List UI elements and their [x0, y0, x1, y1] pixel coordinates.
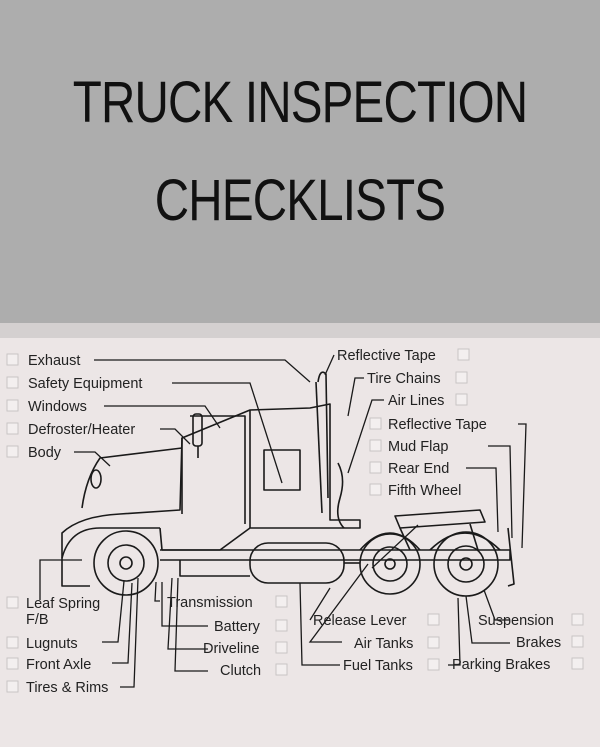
reflective-tape-top-checkbox[interactable]	[457, 348, 470, 361]
front-wheel	[93, 530, 159, 596]
divider-strip	[0, 323, 600, 338]
label-leaf-spring-fb: F/B	[26, 612, 49, 628]
reflective-tape-checkbox[interactable]	[369, 417, 382, 430]
label-air-lines: Air Lines	[388, 393, 444, 409]
exhaust-checkbox[interactable]	[6, 353, 19, 366]
label-brakes: Brakes	[516, 635, 561, 651]
front-axle-checkbox[interactable]	[6, 657, 19, 670]
rear-wheel	[433, 531, 499, 597]
leader-lines	[39, 354, 527, 688]
label-mud-flap: Mud Flap	[388, 439, 448, 455]
middle-wheel	[359, 533, 421, 595]
defroster-heater-checkbox[interactable]	[6, 422, 19, 435]
windows-checkbox[interactable]	[6, 399, 19, 412]
label-fifth-wheel: Fifth Wheel	[388, 483, 461, 499]
label-front-axle: Front Axle	[26, 657, 91, 673]
mud-flap-checkbox[interactable]	[369, 439, 382, 452]
fuel-tanks-checkbox[interactable]	[427, 658, 440, 671]
driveline-checkbox[interactable]	[275, 641, 288, 654]
cab-outline	[61, 403, 361, 558]
safety-equipment-checkbox[interactable]	[6, 376, 19, 389]
brakes-checkbox[interactable]	[571, 635, 584, 648]
exhaust-stack	[317, 371, 329, 499]
label-air-tanks: Air Tanks	[354, 636, 413, 652]
mud-flap-shape	[507, 527, 515, 587]
label-windows: Windows	[28, 399, 87, 415]
truck-illustration	[61, 371, 515, 587]
cab-window	[263, 449, 301, 491]
label-leaf-spring: Leaf Spring	[26, 596, 100, 612]
suspension-checkbox[interactable]	[571, 613, 584, 626]
leaf-spring-checkbox[interactable]	[6, 596, 19, 609]
rear-end-checkbox[interactable]	[369, 461, 382, 474]
label-body: Body	[28, 445, 62, 461]
label-lugnuts: Lugnuts	[26, 636, 78, 652]
tire-chains-checkbox[interactable]	[455, 371, 468, 384]
body-checkbox[interactable]	[6, 445, 19, 458]
truck-diagram: Exhaust Safety Equipment Windows Defrost…	[6, 348, 584, 696]
label-clutch: Clutch	[220, 663, 261, 679]
fuel-tank-shape	[249, 542, 345, 584]
battery-checkbox[interactable]	[275, 619, 288, 632]
label-release-lever: Release Lever	[313, 613, 407, 629]
fifth-wheel-plate	[394, 509, 486, 529]
parking-brakes-checkbox[interactable]	[571, 657, 584, 670]
label-rear-end: Rear End	[388, 461, 449, 477]
label-exhaust: Exhaust	[28, 353, 80, 369]
page-title-line-2: CHECKLISTS	[154, 168, 446, 233]
tires-rims-checkbox[interactable]	[6, 680, 19, 693]
label-reflective-tape: Reflective Tape	[388, 417, 487, 433]
label-transmission: Transmission	[167, 595, 253, 611]
label-parking-brakes: Parking Brakes	[452, 657, 550, 673]
fifth-wheel-checkbox[interactable]	[369, 483, 382, 496]
label-battery: Battery	[214, 619, 261, 635]
wheels	[93, 530, 499, 597]
release-lever-checkbox[interactable]	[427, 613, 440, 626]
label-safety-equipment: Safety Equipment	[28, 376, 142, 392]
frame-rail	[160, 549, 511, 561]
label-fuel-tanks: Fuel Tanks	[343, 658, 413, 674]
page-title-line-1: TRUCK INSPECTION	[72, 70, 528, 135]
lugnuts-checkbox[interactable]	[6, 636, 19, 649]
label-driveline: Driveline	[203, 641, 259, 657]
transmission-checkbox[interactable]	[275, 595, 288, 608]
label-reflective-tape-top: Reflective Tape	[337, 348, 436, 364]
label-defroster-heater: Defroster/Heater	[28, 422, 135, 438]
label-suspension: Suspension	[478, 613, 554, 629]
air-tanks-checkbox[interactable]	[427, 636, 440, 649]
label-tires-rims: Tires & Rims	[26, 680, 108, 696]
title-banner	[0, 0, 600, 323]
air-lines-checkbox[interactable]	[455, 393, 468, 406]
label-tire-chains: Tire Chains	[367, 371, 441, 387]
clutch-checkbox[interactable]	[275, 663, 288, 676]
